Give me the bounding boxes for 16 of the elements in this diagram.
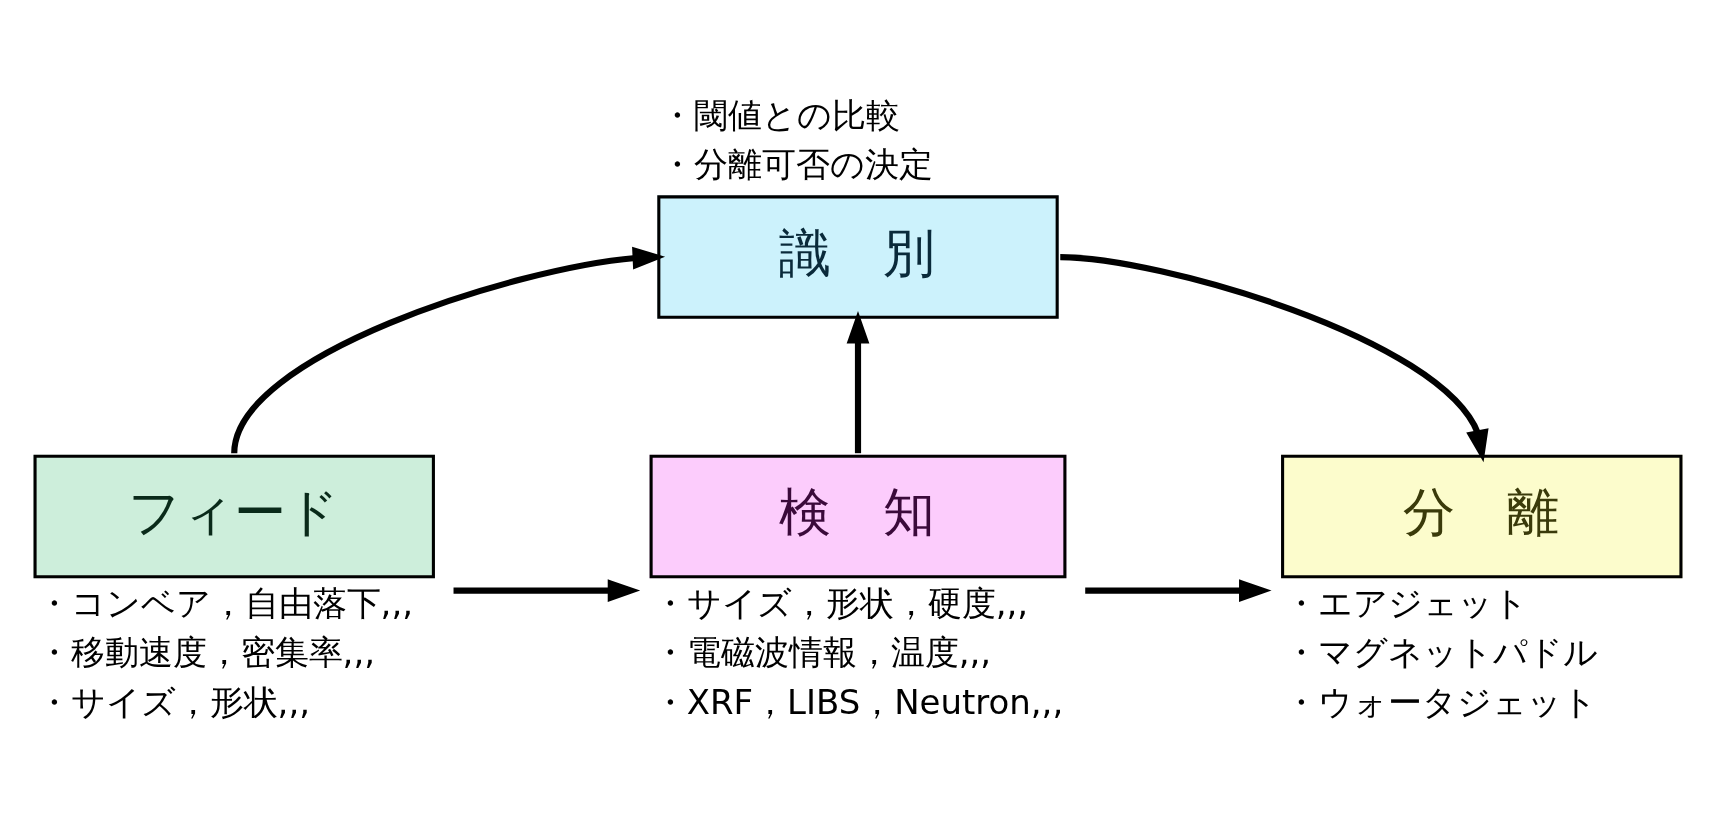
arrow <box>453 578 641 602</box>
arrow <box>846 310 870 453</box>
node-label: ・エアジェット <box>1284 582 1529 623</box>
arrow <box>1060 253 1489 462</box>
node-label: ・電磁波情報，温度,,, <box>652 631 992 672</box>
node-label: ・コンベア，自由落下,,, <box>36 582 413 623</box>
arrow <box>231 246 666 454</box>
node-label: ・マグネットパドル <box>1284 631 1599 672</box>
arrow <box>1085 578 1272 602</box>
node-label: ・サイズ，形状，硬度,,, <box>652 582 1029 623</box>
node-label: ・分離可否の決定 <box>660 143 934 184</box>
node-label: ・閾値との比較 <box>660 94 901 135</box>
node-label: ・移動速度，密集率,,, <box>36 631 375 672</box>
node-label: ・XRF，LIBS，Neutron,,, <box>652 681 1064 721</box>
node-label: ・ウォータジェット <box>1284 681 1598 721</box>
node-label: ・サイズ，形状,,, <box>36 681 310 721</box>
